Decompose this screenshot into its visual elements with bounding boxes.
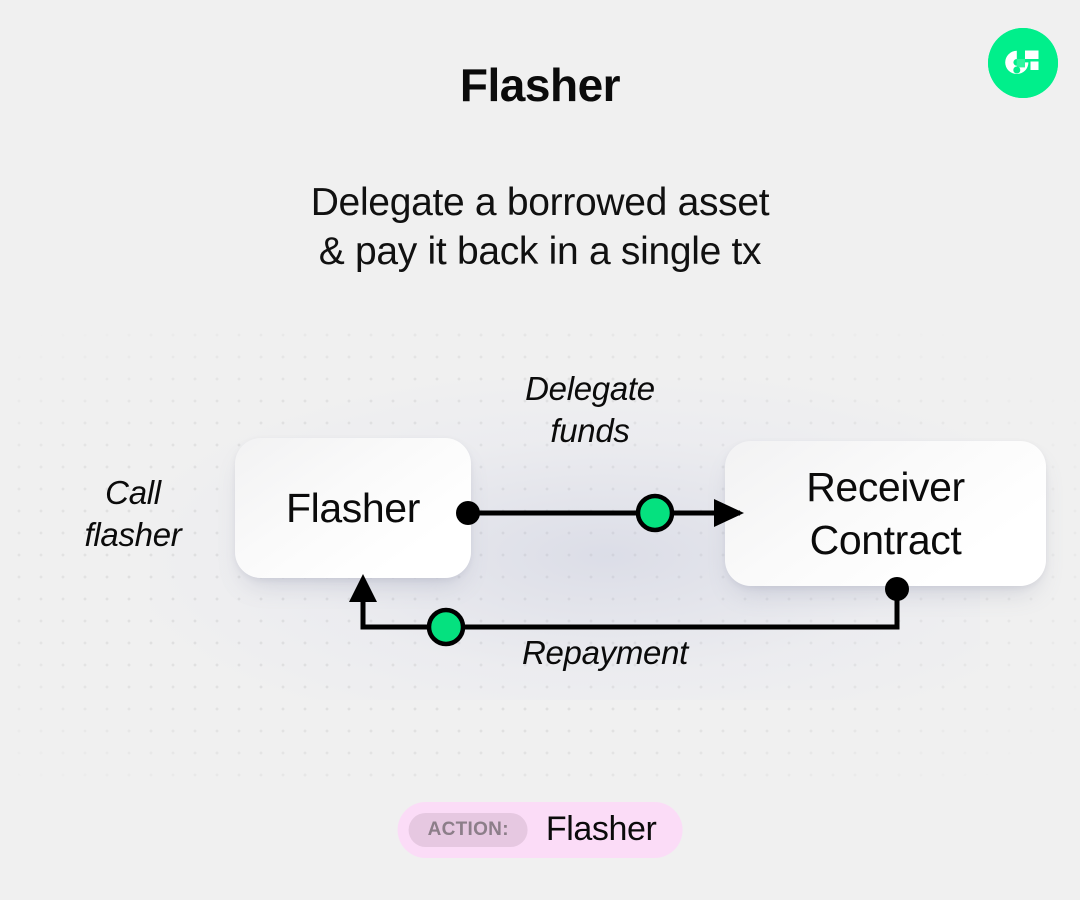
edge-label-repayment: Repayment bbox=[470, 632, 740, 674]
edge-label-call-flasher: Call flasher bbox=[38, 472, 228, 556]
arrowhead-repayment-icon bbox=[349, 574, 377, 602]
edge-label-delegate-funds: Delegate funds bbox=[470, 368, 710, 452]
node-receiver-label-line-2: Contract bbox=[809, 516, 962, 563]
action-badge-value: Flasher bbox=[545, 809, 657, 848]
node-receiver-label-line-1: Receiver bbox=[806, 463, 965, 510]
edge-label-call-flasher-line-2: flasher bbox=[84, 516, 182, 553]
token-marker-repayment-icon bbox=[426, 607, 466, 647]
edge-label-delegate-line-1: Delegate bbox=[525, 370, 655, 407]
action-badge-key: ACTION: bbox=[408, 813, 528, 847]
page-title: Flasher bbox=[459, 59, 621, 111]
page-subtitle: Delegate a borrowed asset & pay it back … bbox=[0, 178, 1080, 276]
connector-dot-flasher-out bbox=[456, 501, 480, 525]
flow-logo-icon bbox=[988, 28, 1058, 98]
node-flasher-label: Flasher bbox=[286, 485, 420, 531]
page-subtitle-line-1: Delegate a borrowed asset bbox=[310, 181, 770, 224]
edge-label-call-flasher-line-1: Call bbox=[105, 474, 161, 511]
connector-delegate-funds bbox=[456, 493, 744, 533]
node-flasher[interactable]: Flasher bbox=[235, 438, 471, 578]
node-receiver-contract[interactable]: Receiver Contract bbox=[725, 441, 1046, 586]
flasher-flow-diagram: Call flasher Delegate funds Repayment Fl… bbox=[0, 330, 1080, 730]
arrowhead-delegate-icon bbox=[714, 499, 744, 527]
diagram-connectors bbox=[349, 493, 909, 647]
node-receiver-contract-label: Receiver Contract bbox=[806, 461, 965, 567]
action-badge: ACTION: Flasher bbox=[397, 802, 683, 858]
edge-label-repayment-line-1: Repayment bbox=[521, 634, 689, 671]
token-marker-delegate-icon bbox=[635, 493, 675, 533]
edge-label-delegate-line-2: funds bbox=[550, 412, 630, 449]
connector-repayment bbox=[349, 574, 909, 647]
page-subtitle-line-2: & pay it back in a single tx bbox=[318, 230, 762, 273]
connector-dot-receiver-out bbox=[885, 577, 909, 601]
